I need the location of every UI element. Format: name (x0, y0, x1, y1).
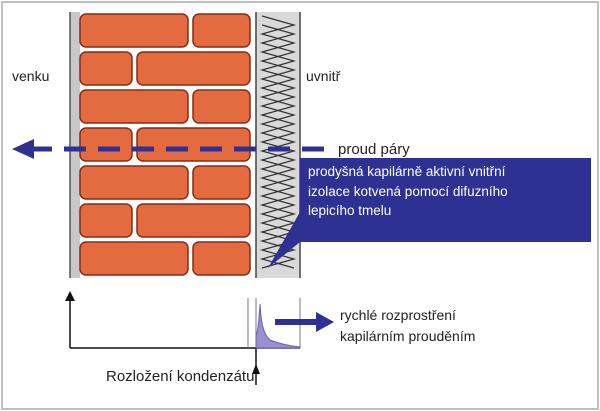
brick (136, 51, 251, 86)
capillary-arrowhead (316, 312, 334, 332)
callout-box (300, 158, 591, 242)
brick (79, 89, 189, 124)
brick (136, 203, 251, 238)
insulation-fiber-line (259, 15, 297, 269)
brick (192, 89, 251, 124)
condensate-distribution-label: Rozložení kondenzátu (106, 368, 255, 385)
brick (79, 203, 133, 238)
callout-pointer (268, 212, 300, 268)
vapor-flow-label: proud páry (338, 141, 410, 158)
exterior-plaster (70, 12, 80, 278)
callout-line-3: lepicího tmelu (308, 203, 392, 219)
capillary-spread-text: rychlé rozprostření kapilárním prouděním (340, 305, 475, 347)
brick (192, 241, 251, 276)
brick (79, 241, 189, 276)
brick (136, 127, 251, 162)
capillary-line-1: rychlé rozprostření (340, 307, 456, 323)
outside-label: venku (12, 68, 50, 84)
chart-marker-arrowhead (252, 364, 260, 374)
callout-line-1: prodyšná kapilárně aktivní vnitřní (308, 164, 506, 179)
brick-wall (79, 13, 251, 276)
brick (79, 51, 133, 86)
callout-line-2: izolace kotvená pomocí difuzního (308, 183, 508, 199)
callout-text: prodyšná kapilárně aktivní vnitřní izola… (308, 162, 588, 221)
brick (192, 165, 251, 200)
vapor-flow-arrowhead (12, 139, 34, 159)
inside-label: uvnitř (306, 68, 341, 84)
brick (79, 127, 133, 162)
brick (79, 13, 189, 48)
brick (192, 13, 251, 48)
chart-y-axis-arrowhead (65, 291, 75, 301)
condensate-curve (255, 303, 301, 349)
brick (79, 165, 189, 200)
capillary-line-2: kapilárním prouděním (340, 328, 476, 344)
